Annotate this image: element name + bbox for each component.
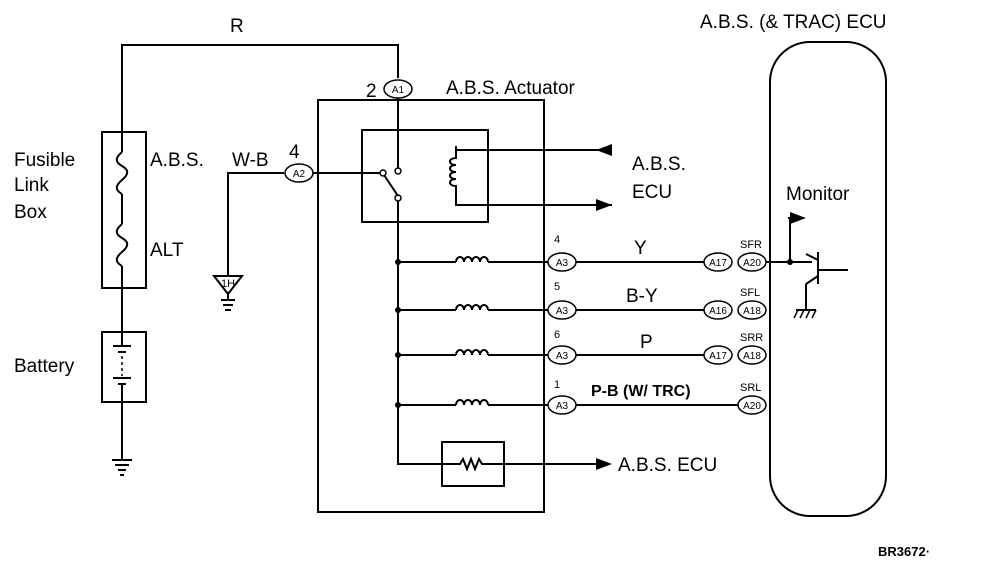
wire-wb (227, 172, 284, 276)
fuse-alt-icon (115, 223, 129, 267)
connector-r2a-label: A16 (709, 306, 727, 317)
connector-r3b-label: A18 (743, 351, 761, 362)
solenoid-coil-icon (455, 304, 489, 311)
ecu-terminal-srl: SRL (740, 382, 761, 394)
connector-c4-label: A3 (556, 401, 569, 412)
solenoid-row-4 (395, 399, 548, 408)
battery-box (101, 331, 147, 403)
wire-label-y: Y (634, 238, 647, 259)
ground-icon-battery (112, 459, 132, 476)
ecu-terminal-sfr: SFR (740, 239, 762, 251)
fusible-link-box (101, 131, 147, 289)
connector-c1-label: A3 (556, 258, 569, 269)
relay-switch-icon (379, 167, 402, 460)
connector-r1a-label: A17 (709, 258, 727, 269)
connector-a2-label: A2 (293, 169, 306, 180)
solenoid-row-2 (395, 304, 548, 313)
solenoid-row-3 (395, 349, 548, 358)
connector-r3b (737, 345, 767, 365)
wire-label-wb: W-B (232, 150, 269, 171)
abs-actuator-box (317, 99, 545, 513)
fusible-link-label-3: Box (14, 202, 47, 223)
pin-a2: 4 (289, 142, 300, 163)
pin-p4: 1 (554, 379, 560, 391)
resistor-icon (397, 456, 602, 472)
ground-1h-icon (211, 275, 245, 311)
relay-box (361, 129, 489, 223)
wire-r (121, 44, 399, 132)
fuse-abs-icon (115, 151, 129, 195)
pin-p1: 4 (554, 234, 560, 246)
solenoid-coil-icon (455, 349, 489, 356)
solenoid-coil-icon (455, 399, 489, 406)
fusible-link-label-2: Link (14, 175, 49, 196)
solenoid-coil-icon (455, 256, 489, 263)
pin-p3: 6 (554, 329, 560, 341)
abs-trac-ecu-label: A.B.S. (& TRAC) ECU (700, 12, 887, 33)
relay-ecu-label-2: ECU (632, 182, 672, 203)
battery-icon (113, 332, 131, 402)
pin-a1: 2 (366, 81, 377, 102)
fuse-alt-label: ALT (150, 240, 184, 261)
connector-r4b (737, 395, 767, 415)
figure-code: BR3672· (878, 544, 930, 559)
solenoid-row-1 (395, 256, 548, 265)
connector-r4b-label: A20 (743, 401, 761, 412)
connector-r3a (703, 345, 733, 365)
monitor-wire (788, 217, 791, 262)
fuse-abs-label: A.B.S. (150, 150, 204, 171)
arrow-monitor-icon (790, 212, 806, 224)
resistor-ecu-label: A.B.S. ECU (618, 455, 717, 476)
connector-r2b (737, 300, 767, 320)
connector-r1a (703, 252, 733, 272)
transistor-icon (793, 252, 848, 319)
ground-1h-label: 1H (221, 278, 235, 290)
ecu-terminal-sfl: SFL (740, 287, 760, 299)
connector-r2b-label: A18 (743, 306, 761, 317)
wire-label-by: B-Y (626, 286, 658, 307)
abs-trac-ecu-box (769, 41, 887, 517)
connector-c2-label: A3 (556, 306, 569, 317)
connector-r1b-label: A20 (743, 258, 761, 269)
pin-p2: 5 (554, 281, 560, 293)
monitor-label: Monitor (786, 184, 850, 205)
wire-label-r: R (230, 16, 244, 37)
connector-r2a (703, 300, 733, 320)
wire-label-pb: P-B (W/ TRC) (591, 383, 691, 400)
connector-a1-label: A1 (392, 85, 405, 96)
ecu-terminal-srr: SRR (740, 332, 763, 344)
battery-label: Battery (14, 356, 75, 377)
connector-r3a-label: A17 (709, 351, 727, 362)
arrow-relay-in-icon (596, 144, 612, 156)
arrow-resistor-out-icon (596, 458, 612, 470)
wire-label-p: P (640, 332, 653, 353)
arrow-relay-out-icon (596, 199, 612, 211)
connector-c3-label: A3 (556, 351, 569, 362)
abs-actuator-label: A.B.S. Actuator (446, 78, 576, 99)
relay-coil-icon (449, 146, 612, 206)
relay-ecu-label-1: A.B.S. (632, 154, 686, 175)
fusible-link-label-1: Fusible (14, 150, 75, 171)
